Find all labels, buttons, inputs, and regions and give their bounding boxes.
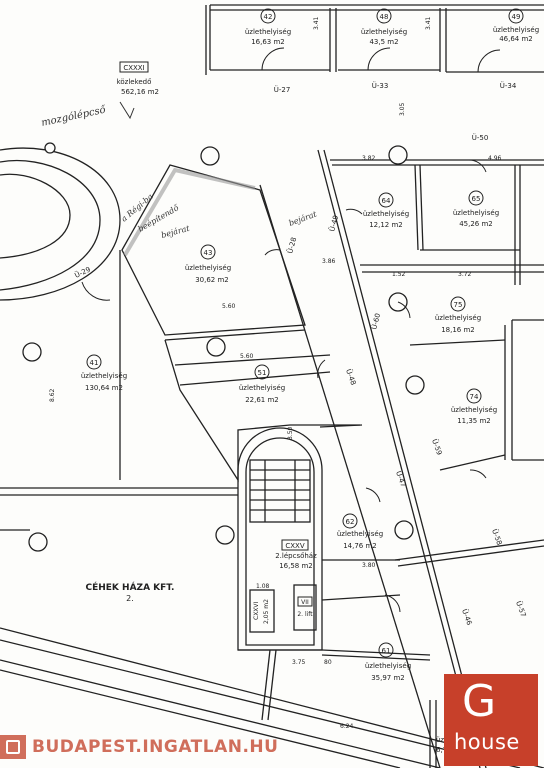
room-64-name: üzlethelyiség: [363, 210, 409, 218]
door-u47: Ü-47: [394, 470, 408, 489]
door-u46: Ü-46: [460, 608, 474, 627]
room-41-name: üzlethelyiség: [81, 372, 127, 380]
handwriting-escalator: mozgólépcső: [40, 104, 107, 129]
room-64-area: 12,12 m2: [369, 221, 403, 229]
room-42-area: 16,63 m2: [251, 38, 285, 46]
watermark: BUDAPEST.INGATLAN.HU: [0, 732, 300, 762]
room-61-number: 61: [382, 647, 391, 655]
room-61-name: üzlethelyiség: [365, 662, 411, 670]
lift-name: 2. lift: [297, 611, 313, 618]
logo-letter: G: [462, 676, 497, 727]
room-51-area: 22,61 m2: [245, 396, 279, 404]
dim-382: 3.82: [362, 155, 376, 162]
handwriting-entrance-2: bejárat: [288, 209, 319, 228]
room-43-name: üzlethelyiség: [185, 264, 231, 272]
room-48-area: 43,5 m2: [369, 38, 398, 46]
door-swings: [81, 47, 501, 613]
room-61-area: 35,97 m2: [371, 674, 405, 682]
room-41-number: 41: [90, 359, 99, 367]
room-49-area: 46,64 m2: [499, 35, 533, 43]
room-63-area: 6,7: [436, 746, 447, 754]
dim-375: 3.75: [292, 659, 306, 666]
room-75-number: 75: [454, 301, 463, 309]
dim-108: 1.08: [256, 583, 270, 590]
room-65-name: üzlethelyiség: [453, 209, 499, 217]
dim-496: 4.96: [488, 155, 502, 162]
dim-305: 3.05: [399, 102, 406, 116]
room-64-number: 64: [382, 197, 391, 205]
small-room-code: CXXVI: [253, 601, 260, 620]
room-74-number: 74: [470, 393, 479, 401]
dim-380: 3.80: [362, 562, 376, 569]
dim-624: 6.24: [340, 723, 354, 730]
room-62-number: 62: [346, 518, 355, 526]
room-43-area: 30,62 m2: [195, 276, 229, 284]
corridor-code: CXXXI: [123, 64, 144, 72]
dim-152: 1.52: [392, 271, 406, 278]
room-74-name: üzlethelyiség: [451, 406, 497, 414]
room-42-number: 42: [264, 13, 273, 21]
room-48-number: 48: [380, 13, 389, 21]
room-41-area: 130,64 m2: [85, 384, 123, 392]
highlight-outline: [123, 167, 256, 257]
dim-560b: 5.60: [240, 353, 254, 360]
dim-341: 3.41: [313, 16, 320, 30]
room-51-name: üzlethelyiség: [239, 384, 285, 392]
door-u50: Ü-50: [472, 133, 489, 142]
door-u49: Ü-49: [327, 214, 340, 232]
door-u28: Ü-28: [285, 236, 298, 254]
door-u29: Ü-29: [73, 265, 92, 280]
room-62-area: 14,76 m2: [343, 542, 377, 550]
room-74-area: 11,35 m2: [457, 417, 491, 425]
dim-862: 8.62: [49, 388, 56, 402]
room-48-name: üzlethelyiség: [361, 28, 407, 36]
lift-code: VII: [301, 599, 309, 606]
room-49-number: 49: [512, 13, 521, 21]
room-62-name: üzlethelyiség: [337, 530, 383, 538]
door-u33: Ü-33: [372, 81, 389, 90]
dim-80: 80: [324, 659, 332, 666]
stair-name: 2.lépcsőház: [275, 551, 317, 560]
handwriting-entrance-1: bejárat: [160, 224, 191, 240]
corridor-area: 562,16 m2: [121, 88, 159, 96]
room-42-name: üzlethelyiség: [245, 28, 291, 36]
corridor-name: közlekedő: [117, 77, 152, 86]
stair-code: CXXV: [285, 542, 304, 550]
room-65-number: 65: [472, 195, 481, 203]
room-51-number: 51: [258, 369, 267, 377]
watermark-text: BUDAPEST.INGATLAN.HU: [32, 737, 279, 757]
stair-area: 16,58 m2: [279, 562, 313, 570]
dimensions: 3.82 4.96 1.52 3.72 3.86 5.60 5.60 8.62 …: [49, 16, 502, 730]
door-u58: Ü-58: [490, 528, 504, 547]
small-room-area: 2,05 m2: [263, 599, 270, 624]
room-43-number: 43: [204, 249, 213, 257]
room-75-area: 18,16 m2: [441, 326, 475, 334]
door-u57: Ü-57: [514, 600, 528, 619]
dim-341b: 3.41: [425, 16, 432, 30]
room-49-name: üzlethelyiség: [493, 26, 539, 34]
columns: [22, 142, 425, 552]
logo-word: house: [454, 730, 520, 754]
door-u59: Ü-59: [430, 438, 444, 457]
watermark-house-icon: [0, 735, 26, 759]
room-75-name: üzlethelyiség: [435, 314, 481, 322]
dim-372: 3.72: [458, 271, 472, 278]
ghouse-logo: G house: [444, 674, 538, 766]
door-u48: Ü-48: [344, 368, 358, 387]
handwriting-arrow: [119, 101, 135, 120]
door-u27: Ü-27: [274, 85, 291, 94]
dim-386: 3.86: [322, 258, 336, 265]
door-u60: Ü-60: [369, 312, 382, 330]
dim-560: 5.60: [222, 303, 236, 310]
street-sub: 2.: [126, 594, 134, 603]
door-u34: Ü-34: [500, 81, 517, 90]
dim-350: 3.50: [287, 426, 294, 440]
street-label: CÉHEK HÁZA KFT.: [86, 581, 175, 593]
room-65-area: 45,26 m2: [459, 220, 493, 228]
